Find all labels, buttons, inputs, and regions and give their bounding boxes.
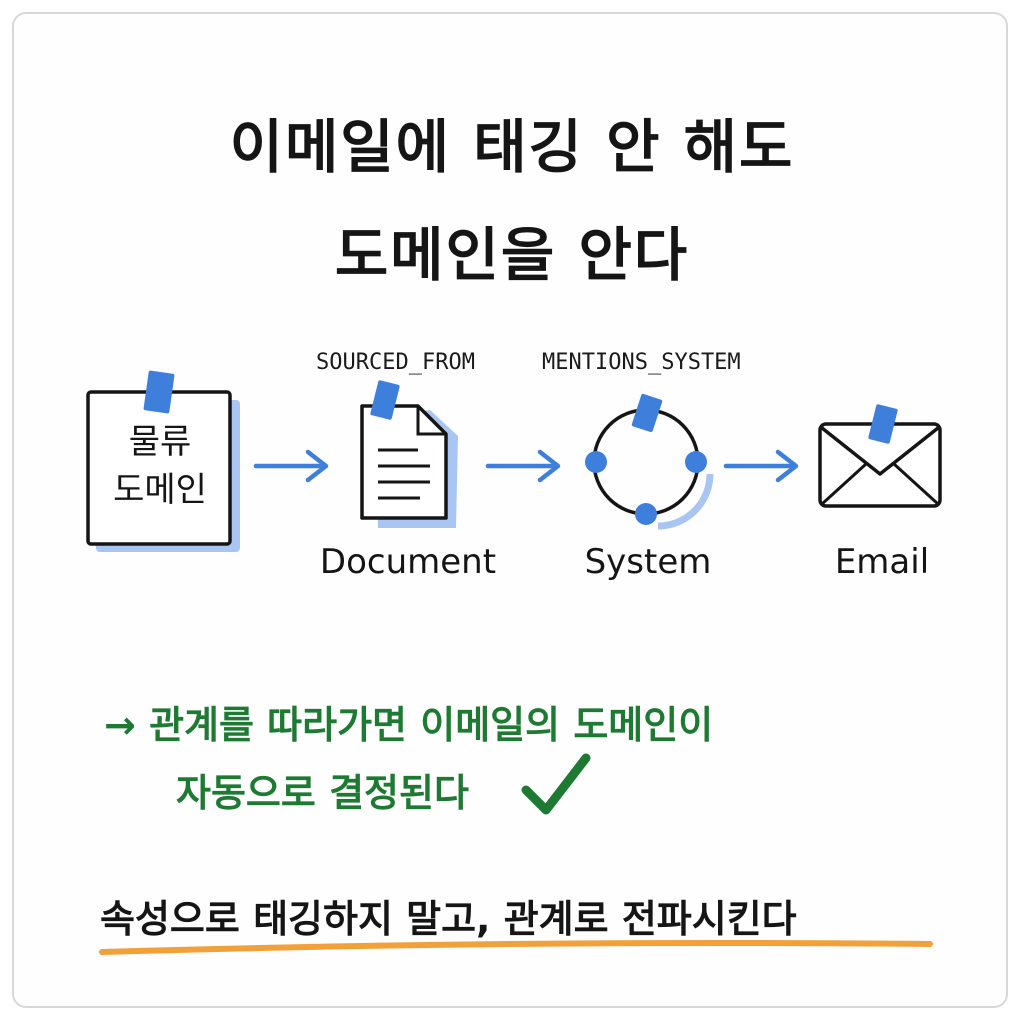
system-node-right (685, 451, 707, 473)
domain-note-text: 물류 도메인 (92, 418, 228, 514)
arrow-2 (485, 449, 561, 483)
node-label-document: Document (319, 542, 497, 582)
result-line-2: 자동으로 결정된다 (176, 771, 469, 815)
arrow-1 (253, 449, 329, 483)
title-line-2: 도메인을 안다 (334, 221, 690, 289)
domain-note-line-1: 물류 (128, 422, 192, 462)
domain-note (86, 370, 240, 552)
system-node-bottom (635, 503, 657, 525)
edge-label-mentions-system: MENTIONS_SYSTEM (542, 350, 741, 375)
title-line-1: 이메일에 태깅 안 해도 (229, 113, 795, 181)
domain-note-line-2: 도메인 (113, 470, 207, 510)
system-icon (585, 393, 714, 530)
summary-text: 속성으로 태깅하지 말고, 관계로 전파시킨다 (100, 897, 797, 941)
email-icon (818, 404, 942, 508)
node-label-system: System (584, 542, 712, 582)
edge-label-sourced-from: SOURCED_FROM (316, 350, 475, 375)
summary-underline (99, 940, 933, 955)
arrow-3 (723, 449, 799, 483)
result-line-1: → 관계를 따라가면 이메일의 도메인이 (104, 703, 714, 747)
checkmark-icon (521, 753, 591, 815)
document-icon (360, 380, 458, 528)
domain-note-tape (143, 370, 175, 414)
node-label-email: Email (834, 542, 930, 582)
system-node-left (585, 451, 607, 473)
